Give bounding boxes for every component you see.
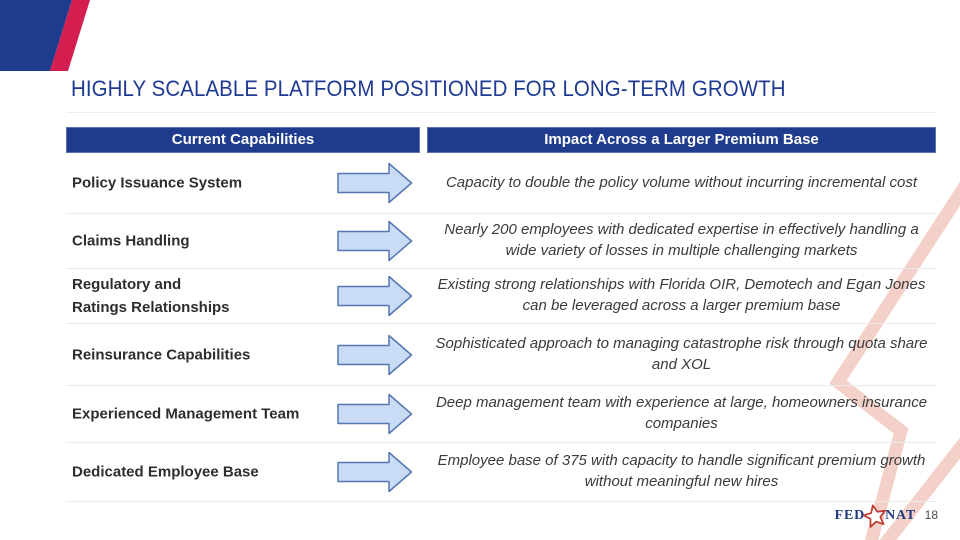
impact-text: Employee base of 375 with capacity to ha… — [437, 452, 926, 490]
capability-cell: Dedicated Employee Base — [66, 443, 420, 501]
capability-cell: Reinsurance Capabilities — [66, 324, 420, 385]
column-header-current-capabilities: Current Capabilities — [66, 127, 420, 153]
impact-text: Existing strong relationships with Flori… — [437, 276, 926, 314]
table-row: Regulatory and Ratings Relationships Exi… — [66, 269, 936, 324]
capability-cell: Policy Issuance System — [66, 153, 420, 213]
capability-cell: Regulatory and Ratings Relationships — [66, 269, 420, 323]
capability-label: Dedicated Employee Base — [72, 463, 259, 481]
page-number: 18 — [924, 508, 938, 522]
capability-label: Reinsurance Capabilities — [72, 345, 251, 363]
table-row: Reinsurance Capabilities Sophisticated a… — [66, 324, 936, 386]
corner-decoration — [0, 0, 90, 71]
capability-label: Claims Handling — [72, 232, 190, 250]
corner-blue-shape — [0, 0, 72, 71]
table-row: Dedicated Employee Base Employee base of… — [66, 443, 936, 502]
logo-text-nat: NAT — [885, 508, 916, 523]
impact-cell: Sophisticated approach to managing catas… — [427, 324, 936, 385]
table-rows: Policy Issuance System Capacity to doubl… — [66, 153, 936, 502]
capability-label: Experienced Management Team — [72, 405, 300, 423]
impact-text: Sophisticated approach to managing catas… — [435, 334, 928, 373]
impact-text: Capacity to double the policy volume wit… — [445, 173, 918, 191]
table-row: Claims Handling Nearly 200 employees wit… — [66, 214, 936, 269]
impact-cell: Capacity to double the policy volume wit… — [427, 153, 936, 213]
right-arrow-icon — [337, 451, 413, 493]
capability-label: Regulatory and Ratings Relationships — [72, 275, 230, 316]
right-arrow-icon — [337, 334, 413, 375]
impact-text: Deep management team with experience at … — [435, 394, 928, 432]
impact-cell: Existing strong relationships with Flori… — [427, 269, 936, 323]
capability-cell: Claims Handling — [66, 214, 420, 268]
impact-cell: Nearly 200 employees with dedicated expe… — [427, 214, 936, 268]
impact-cell: Deep management team with experience at … — [427, 386, 936, 442]
star-icon — [862, 504, 886, 528]
logo-text-fed: FED — [834, 508, 866, 523]
column-header-impact: Impact Across a Larger Premium Base — [427, 127, 936, 153]
corner-red-stripe — [50, 0, 90, 71]
impact-cell: Employee base of 375 with capacity to ha… — [427, 443, 936, 501]
page-title: HIGHLY SCALABLE PLATFORM POSITIONED FOR … — [71, 76, 786, 101]
table-row: Experienced Management Team Deep managem… — [66, 386, 936, 443]
title-underline — [66, 112, 936, 113]
right-arrow-icon — [337, 275, 413, 317]
right-arrow-icon — [337, 220, 413, 262]
impact-text: Nearly 200 employees with dedicated expe… — [444, 221, 919, 259]
fednat-logo: FED NAT — [835, 503, 916, 529]
table-row: Policy Issuance System Capacity to doubl… — [66, 153, 936, 214]
right-arrow-icon — [337, 393, 413, 435]
capability-cell: Experienced Management Team — [66, 386, 420, 442]
right-arrow-icon — [337, 162, 413, 204]
capability-label: Policy Issuance System — [72, 174, 243, 192]
